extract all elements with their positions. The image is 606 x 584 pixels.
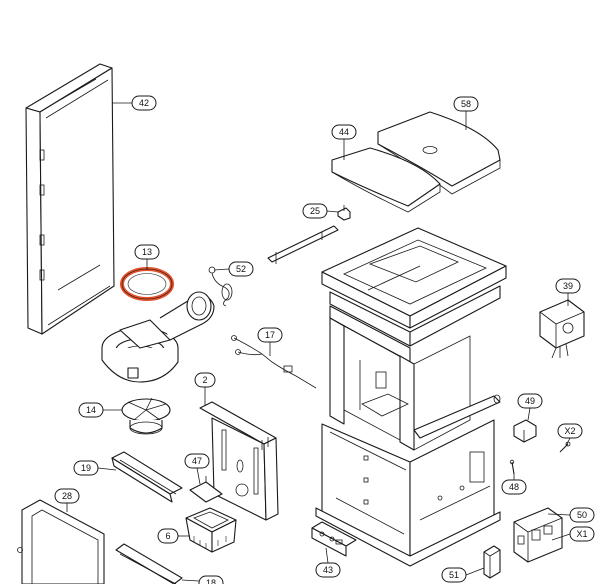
callout-X1: X1 bbox=[569, 526, 595, 542]
callout-18: 18 bbox=[198, 575, 224, 584]
callout-X2: X2 bbox=[557, 423, 583, 439]
callout-label: 51 bbox=[449, 570, 459, 580]
part-lower-rail bbox=[115, 543, 183, 584]
callout-44: 44 bbox=[331, 124, 357, 140]
callout-label: 25 bbox=[310, 206, 320, 216]
part-rear-panel bbox=[199, 401, 279, 521]
callout-label: 13 bbox=[142, 247, 152, 257]
callout-48: 48 bbox=[501, 479, 527, 495]
callout-label: 17 bbox=[265, 330, 275, 340]
callout-52: 52 bbox=[228, 261, 254, 277]
part-switch bbox=[513, 419, 537, 443]
callout-label: 58 bbox=[461, 99, 471, 109]
callout-label: X2 bbox=[564, 426, 575, 436]
callout-17: 17 bbox=[257, 327, 283, 343]
part-bracket bbox=[337, 205, 351, 221]
part-side-panel bbox=[25, 63, 115, 335]
callout-label: 18 bbox=[206, 578, 216, 584]
callout-label: 52 bbox=[236, 264, 246, 274]
part-gasket-ring bbox=[120, 267, 174, 301]
callout-label: X1 bbox=[576, 529, 587, 539]
part-ash-basket bbox=[185, 507, 237, 553]
callout-51: 51 bbox=[441, 567, 467, 583]
part-small-plate bbox=[189, 476, 223, 503]
part-door bbox=[17, 499, 105, 584]
part-stove-body bbox=[315, 227, 507, 567]
callout-label: 42 bbox=[139, 98, 149, 108]
callout-label: 14 bbox=[86, 405, 96, 415]
callout-47: 47 bbox=[184, 453, 210, 469]
callout-14: 14 bbox=[78, 402, 104, 418]
leader-lines bbox=[66, 102, 571, 582]
callout-42: 42 bbox=[131, 95, 157, 111]
callout-label: 19 bbox=[81, 463, 91, 473]
callout-50: 50 bbox=[569, 507, 595, 523]
callout-label: 50 bbox=[577, 510, 587, 520]
callout-label: 28 bbox=[62, 491, 72, 501]
part-screw bbox=[509, 459, 515, 475]
callout-19: 19 bbox=[73, 460, 99, 476]
callout-39: 39 bbox=[555, 278, 581, 294]
callout-58: 58 bbox=[453, 96, 479, 112]
callout-43: 43 bbox=[315, 562, 341, 578]
part-cable bbox=[231, 335, 317, 389]
part-blower-housing bbox=[101, 291, 215, 383]
part-relay bbox=[483, 545, 501, 579]
callout-label: 48 bbox=[509, 482, 519, 492]
callout-25: 25 bbox=[302, 203, 328, 219]
part-sensor bbox=[208, 266, 233, 307]
part-top-lid bbox=[377, 111, 501, 195]
callout-label: 47 bbox=[192, 456, 202, 466]
part-fan-impeller bbox=[121, 397, 171, 435]
part-control-panel bbox=[311, 521, 357, 557]
part-rail bbox=[267, 225, 339, 264]
callout-28: 28 bbox=[54, 488, 80, 504]
part-bolt bbox=[559, 441, 571, 453]
part-motor bbox=[539, 299, 585, 359]
callout-label: 44 bbox=[339, 127, 349, 137]
callout-label: 49 bbox=[525, 396, 535, 406]
callout-label: 2 bbox=[202, 375, 207, 385]
callout-label: 39 bbox=[563, 281, 573, 291]
callout-13: 13 bbox=[134, 244, 160, 260]
callout-label: 43 bbox=[323, 565, 333, 575]
callout-2: 2 bbox=[194, 372, 216, 388]
callout-label: 6 bbox=[165, 531, 170, 541]
callout-6: 6 bbox=[157, 528, 179, 544]
part-circuit-board bbox=[513, 507, 563, 563]
part-deflector bbox=[111, 451, 183, 503]
part-front-lid bbox=[331, 147, 441, 213]
callout-49: 49 bbox=[517, 393, 543, 409]
